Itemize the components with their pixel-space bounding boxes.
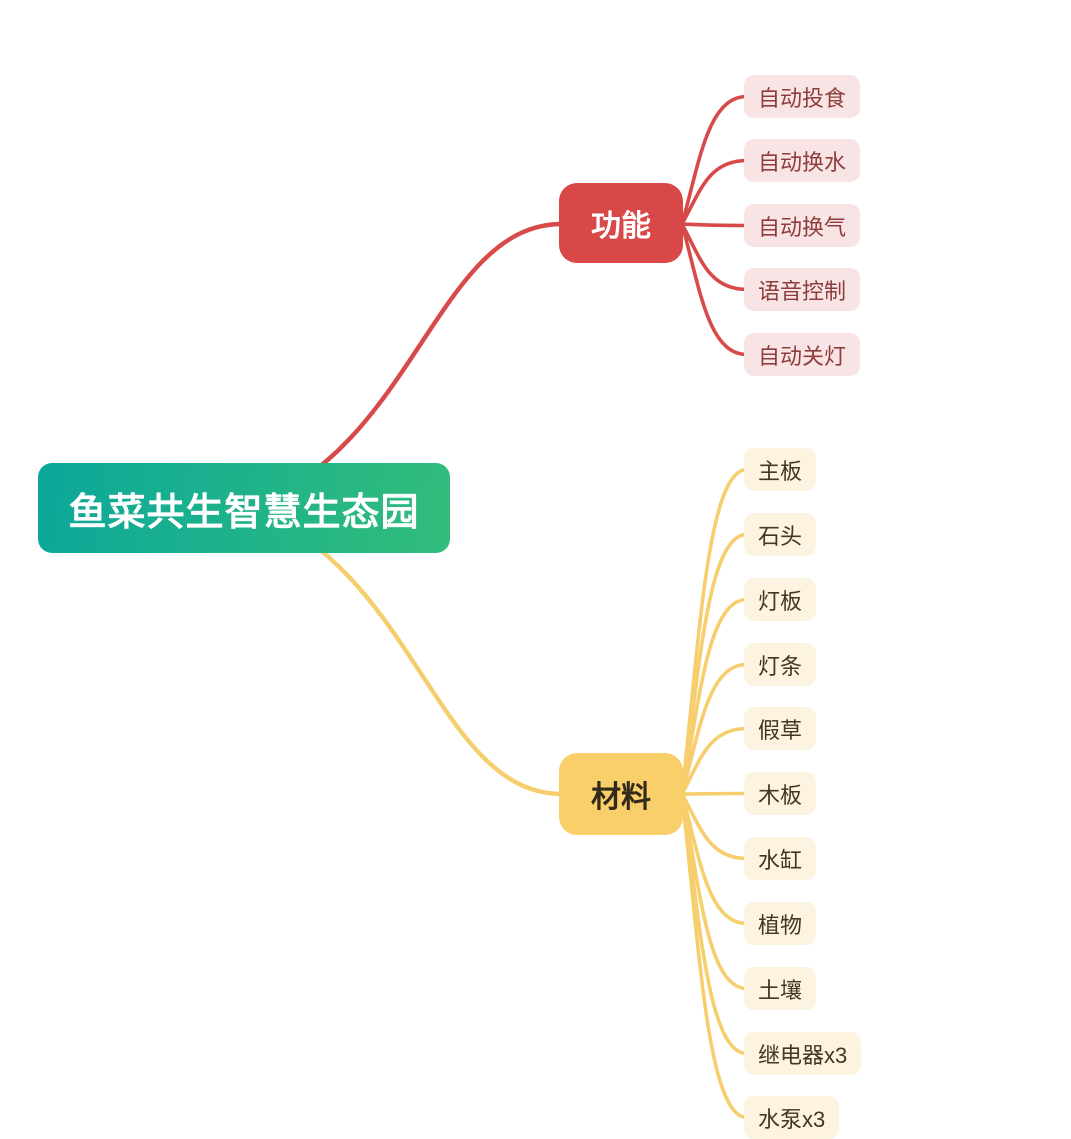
- leaf-node[interactable]: 假草: [744, 707, 817, 750]
- leaf-node[interactable]: 水泵x3: [744, 1096, 840, 1139]
- edge-feature-child: [680, 222, 749, 357]
- edge-material-child: [680, 597, 749, 796]
- edge-material-child: [680, 726, 749, 796]
- edge-material-child: [680, 792, 749, 861]
- leaf-node[interactable]: 自动投食: [744, 75, 861, 118]
- edge-feature-child: [680, 222, 749, 292]
- edge-feature-child: [680, 222, 749, 228]
- leaf-node[interactable]: 语音控制: [744, 268, 861, 311]
- edge-feature-child: [680, 94, 749, 226]
- edge-material-child: [680, 791, 749, 796]
- leaf-node[interactable]: 灯板: [744, 578, 817, 621]
- leaf-node[interactable]: 自动换气: [744, 204, 861, 247]
- branch-node-materials[interactable]: 材料: [559, 753, 683, 835]
- leaf-node[interactable]: 石头: [744, 513, 817, 556]
- leaf-node[interactable]: 植物: [744, 902, 817, 945]
- leaf-node[interactable]: 木板: [744, 772, 817, 815]
- edge-material-child: [680, 792, 749, 926]
- leaf-node[interactable]: 自动换水: [744, 139, 861, 182]
- leaf-node[interactable]: 灯条: [744, 643, 817, 686]
- leaf-node[interactable]: 水缸: [744, 837, 817, 880]
- leaf-node[interactable]: 自动关灯: [744, 333, 861, 376]
- leaf-node[interactable]: 主板: [744, 448, 817, 491]
- edge-material-child: [680, 662, 749, 796]
- leaf-node[interactable]: 继电器x3: [744, 1032, 862, 1075]
- edge-material-child: [680, 792, 749, 1120]
- root-node[interactable]: 鱼菜共生智慧生态园: [38, 463, 450, 553]
- edge-material-child: [680, 532, 749, 796]
- leaf-node[interactable]: 土壤: [744, 967, 817, 1010]
- edge-feature-child: [680, 158, 749, 226]
- branch-node-features[interactable]: 功能: [559, 183, 683, 263]
